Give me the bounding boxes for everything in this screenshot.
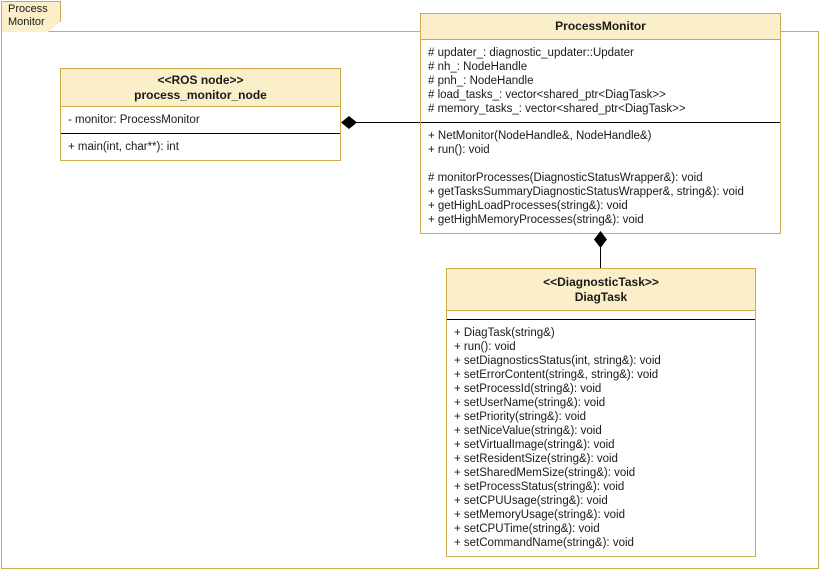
attribute-row: # nh_: NodeHandle <box>428 61 528 73</box>
operation-row: + run(): void <box>428 144 490 156</box>
operation-row: + main(int, char**): int <box>68 141 179 153</box>
class-stereotype: <<ROS node>> <box>157 73 244 87</box>
operation-row: + DiagTask(string&) <box>454 327 555 339</box>
operation-row: + setSharedMemSize(string&): void <box>454 467 636 479</box>
composition-diamond-icon-monitor-to-diagtask <box>594 231 607 248</box>
operation-row: + setErrorContent(string&, string&): voi… <box>454 369 659 381</box>
composition-line-monitor-to-diagtask <box>600 233 601 268</box>
attribute-row: # pnh_: NodeHandle <box>428 75 534 87</box>
operation-row: + setCPUTime(string&): void <box>454 523 600 535</box>
operation-row: + NetMonitor(NodeHandle&, NodeHandle&) <box>428 130 652 142</box>
composition-diamond-icon-node-to-monitor <box>341 116 357 129</box>
class-box-process-monitor-node[interactable]: <<ROS node>> process_monitor_node - moni… <box>60 68 341 161</box>
composition-line-node-to-monitor <box>356 122 420 123</box>
attributes-compartment: # updater_: diagnostic_updater::Updater … <box>421 40 780 122</box>
class-header-process-monitor-node: <<ROS node>> process_monitor_node <box>61 69 340 107</box>
operation-row: + setCommandName(string&): void <box>454 537 634 549</box>
class-name: DiagTask <box>574 290 628 304</box>
operation-row: + setVirtualImage(string&): void <box>454 439 615 451</box>
operations-compartment: + main(int, char**): int <box>61 133 340 160</box>
operation-row: + setPriority(string&): void <box>454 411 586 423</box>
class-box-diag-task[interactable]: <<DiagnosticTask>> DiagTask + DiagTask(s… <box>446 268 756 557</box>
operation-row: + setNiceValue(string&): void <box>454 425 602 437</box>
package-tab <box>1 1 61 32</box>
operation-row: + setDiagnosticsStatus(int, string&): vo… <box>454 355 661 367</box>
operation-row: + setUserName(string&): void <box>454 397 606 409</box>
operations-compartment: + DiagTask(string&) + run(): void + setD… <box>447 319 755 556</box>
operation-group-spacer <box>428 157 773 171</box>
package-tab-label: Process Monitor <box>8 3 48 28</box>
operation-row: + setResidentSize(string&): void <box>454 453 618 465</box>
attribute-row: # load_tasks_: vector<shared_ptr<DiagTas… <box>428 89 666 101</box>
operation-row: + setProcessStatus(string&): void <box>454 481 625 493</box>
class-header-process-monitor: ProcessMonitor <box>421 14 780 40</box>
operation-row: + getHighMemoryProcesses(string&): void <box>428 214 644 226</box>
attribute-row: - monitor: ProcessMonitor <box>68 114 200 126</box>
operation-row: + getTasksSummaryDiagnosticStatusWrapper… <box>428 186 744 198</box>
class-name: process_monitor_node <box>134 88 267 102</box>
operation-row: + setCPUUsage(string&): void <box>454 495 608 507</box>
operation-row: + setProcessId(string&): void <box>454 383 602 395</box>
attribute-row: # memory_tasks_: vector<shared_ptr<DiagT… <box>428 103 686 115</box>
operations-compartment: + NetMonitor(NodeHandle&, NodeHandle&) +… <box>421 122 780 233</box>
operation-row: + setMemoryUsage(string&): void <box>454 509 625 521</box>
attributes-compartment-empty <box>447 311 755 319</box>
operation-row: # monitorProcesses(DiagnosticStatusWrapp… <box>428 172 703 184</box>
operation-row: + run(): void <box>454 341 516 353</box>
operation-row: + getHighLoadProcesses(string&): void <box>428 200 628 212</box>
class-name: ProcessMonitor <box>555 19 646 33</box>
class-header-diag-task: <<DiagnosticTask>> DiagTask <box>447 269 755 311</box>
class-box-process-monitor[interactable]: ProcessMonitor # updater_: diagnostic_up… <box>420 13 781 234</box>
attribute-row: # updater_: diagnostic_updater::Updater <box>428 47 634 59</box>
class-stereotype: <<DiagnosticTask>> <box>543 275 659 289</box>
attributes-compartment: - monitor: ProcessMonitor <box>61 107 340 133</box>
